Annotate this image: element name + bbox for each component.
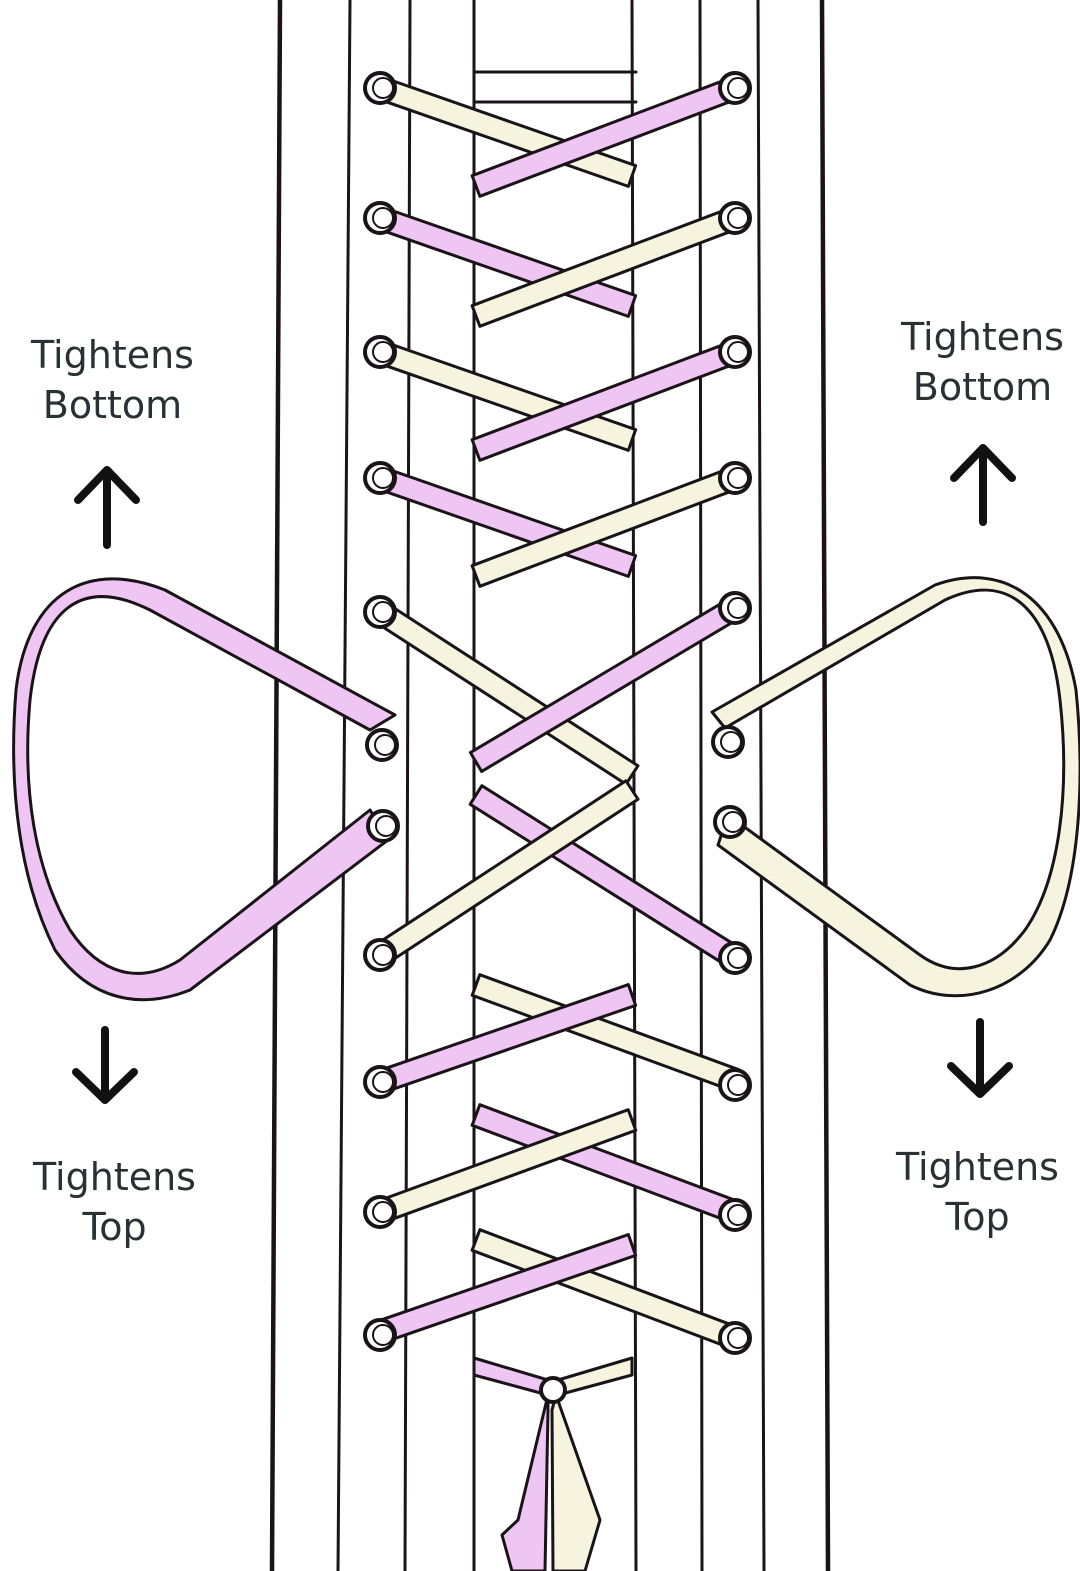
eyelet-inner [727, 1327, 749, 1349]
eyelet [718, 941, 752, 975]
eyelet [713, 805, 747, 839]
eyelet [365, 728, 399, 762]
left-purple-loop [12, 577, 397, 1002]
eyelet-inner [727, 1074, 749, 1096]
eyelet-inner [372, 207, 394, 229]
eyelet [363, 938, 397, 972]
arrow-down-icon [72, 1026, 138, 1104]
eyelet [718, 1068, 752, 1102]
eyelet-inner [372, 467, 394, 489]
label-tightens-bottom-right: Tightens Bottom [885, 312, 1080, 412]
eyelet [718, 1198, 752, 1232]
arrow-up-icon [950, 444, 1016, 526]
eyelet [363, 1195, 397, 1229]
eyelet [718, 461, 752, 495]
eyelet-inner [727, 341, 749, 363]
eyelet-inner [727, 467, 749, 489]
eyelet-inner [727, 1204, 749, 1226]
eyelet [363, 461, 397, 495]
eyelet-inner [374, 734, 396, 756]
eyelet [363, 335, 397, 369]
right-cream-loop [710, 576, 1080, 998]
label-tightens-top-left: Tightens Top [12, 1152, 217, 1252]
eyelet [363, 71, 397, 105]
eyelet-inner [372, 1071, 394, 1093]
eyelet [366, 809, 400, 843]
eyelet-inner [372, 341, 394, 363]
label-line: Bottom [912, 365, 1053, 409]
eyelet [363, 201, 397, 235]
eyelet [711, 725, 745, 759]
center-lace-right [556, 1356, 634, 1397]
arrow-down-icon [947, 1018, 1013, 1098]
eyelet-inner [375, 815, 397, 837]
label-line: Tightens [33, 1155, 196, 1199]
label-line: Top [945, 1195, 1010, 1239]
eyelet-inner [727, 77, 749, 99]
eyelet-inner [727, 597, 749, 619]
cream-lace-end [550, 1393, 602, 1571]
label-line: Bottom [42, 383, 183, 427]
eyelet [718, 1321, 752, 1355]
eyelet-inner [372, 1201, 394, 1223]
eyelet [363, 1065, 397, 1099]
eyelet-inner [372, 601, 394, 623]
label-line: Tightens [31, 333, 194, 377]
eyelet-inner [372, 77, 394, 99]
eyelet [363, 1318, 397, 1352]
eyelet [718, 201, 752, 235]
label-line: Top [82, 1205, 147, 1249]
eyelet-inner [720, 731, 742, 753]
eyelets [363, 71, 752, 1355]
eyelet-inner [372, 944, 394, 966]
eyelet [718, 71, 752, 105]
center-lace-left [472, 1356, 550, 1397]
eyelet-inner [727, 207, 749, 229]
eyelet [718, 335, 752, 369]
eyelet [718, 591, 752, 625]
center-knot [539, 1376, 567, 1404]
label-tightens-top-right: Tightens Top [875, 1142, 1080, 1242]
eyelet-inner [727, 947, 749, 969]
arrow-up-icon [74, 466, 140, 549]
lace-crossings [372, 76, 743, 1350]
label-tightens-bottom-left: Tightens Bottom [10, 330, 215, 430]
eyelet-inner [372, 1324, 394, 1346]
label-line: Tightens [901, 315, 1064, 359]
eyelet-inner [722, 811, 744, 833]
purple-lace-end [500, 1393, 550, 1571]
eyelet [363, 595, 397, 629]
label-line: Tightens [896, 1145, 1059, 1189]
